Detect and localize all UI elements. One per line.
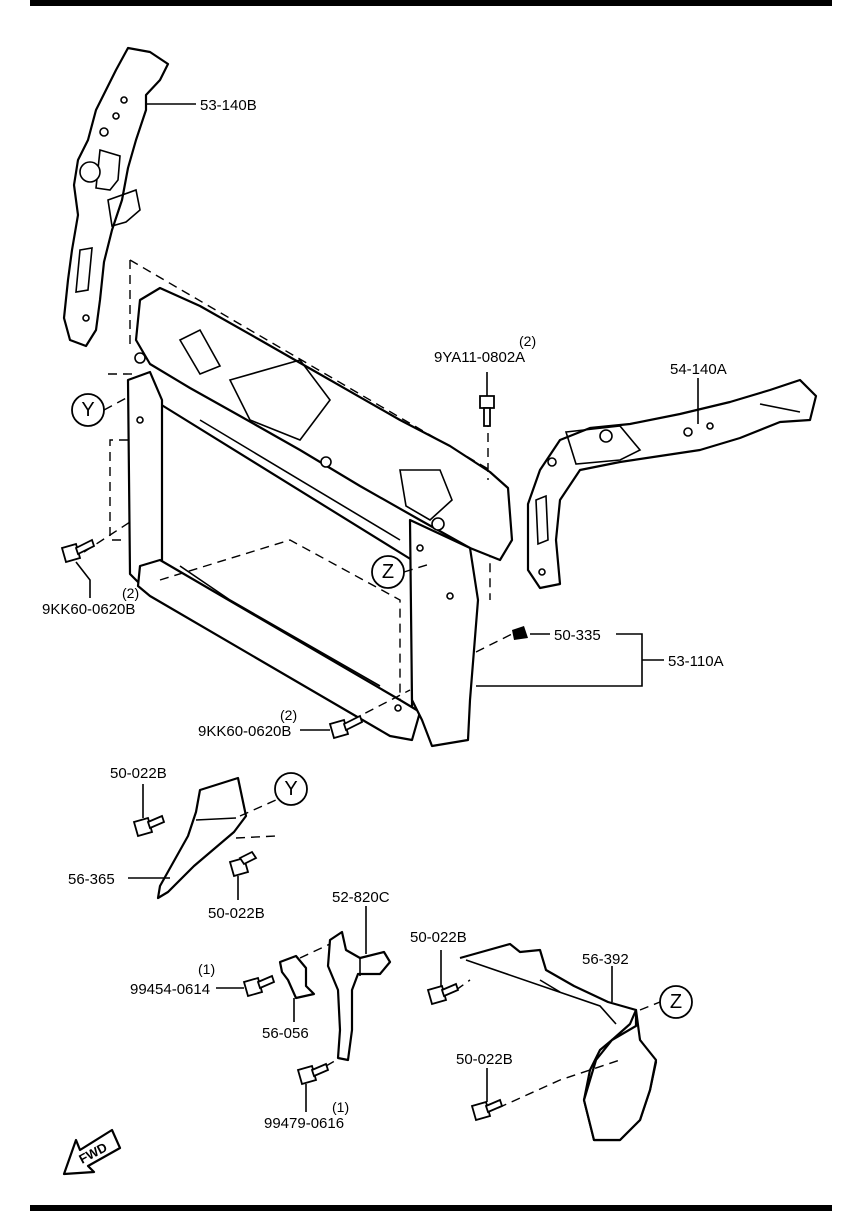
svg-text:Y: Y [284,778,297,800]
dash-56-056 [299,943,331,959]
part-56-392-guide[interactable] [459,942,658,1142]
bolt-9kk60-0620b-left[interactable] [60,538,96,564]
label-56-392: 56-392 [582,951,629,968]
label-52-820c: 52-820C [332,889,390,906]
bolt-9kk60-0620b-bottom[interactable] [328,714,364,740]
bolt-50-022b-b[interactable] [228,850,258,878]
part-56-056-bracket[interactable] [278,954,316,1000]
part-53-110a-radiator-support[interactable] [126,259,514,748]
qty-99479: (1) [332,1099,349,1115]
label-54-140a: 54-140A [670,361,727,378]
label-9kk60-bottom: 9KK60-0620B [198,723,291,740]
qty-99454: (1) [198,961,215,977]
callout-y-lower: Y [274,772,308,806]
dash-lower-frame [159,539,401,700]
bolt-50-022b-a[interactable] [132,814,166,838]
label-9ya11: 9YA11-0802A [434,349,525,366]
label-50-335: 50-335 [554,627,601,644]
dash-56-392-bolt [497,1059,621,1109]
label-56-365: 56-365 [68,871,115,888]
callout-z-upper: Z [371,555,405,589]
dash-99479 [325,1057,341,1067]
part-53-140b-bracket[interactable] [62,46,170,348]
part-54-140a-bracket[interactable] [526,378,818,590]
bottom-rule [30,1205,832,1211]
dash-bolt-bottom [351,689,411,721]
qty-9kk60-bottom: (2) [280,707,297,723]
top-rule [30,0,832,6]
dash-bolt-left [83,521,131,553]
part-52-820c-bracket[interactable] [326,930,392,1062]
bolt-50-022b-d[interactable] [470,1098,504,1122]
dash-y-to-frame [109,439,128,541]
label-50-022b-a: 50-022B [110,765,167,782]
dash-56-365-bolt [235,835,277,839]
svg-text:Z: Z [670,991,682,1013]
bolt-99479-0616[interactable] [296,1062,330,1086]
callout-z-lower: Z [659,985,693,1019]
part-56-365-guide[interactable] [156,776,248,900]
label-53-140b: 53-140B [200,97,257,114]
dash-z-frame [403,563,431,573]
label-56-056: 56-056 [262,1025,309,1042]
leader-9kk60-left [75,561,91,598]
label-99454: 99454-0614 [130,981,210,998]
label-50-022b-d: 50-022B [456,1051,513,1068]
clip-50-335[interactable] [512,626,528,640]
dash-56-392-z [639,1001,661,1011]
callout-y-upper: Y [71,393,105,427]
svg-text:Y: Y [81,399,94,421]
dash-callout-y-upper [103,395,131,411]
bolt-99454-0614[interactable] [242,974,276,998]
dash-clip [475,633,513,653]
qty-9ya11: (2) [519,333,536,349]
label-50-022b-b: 50-022B [208,905,265,922]
label-53-110a: 53-110A [668,653,724,670]
svg-text:Z: Z [382,561,394,583]
label-50-022b-c: 50-022B [410,929,467,946]
label-99479: 99479-0616 [264,1115,344,1132]
fwd-arrow-icon: FWD [62,1128,122,1176]
qty-9kk60-left: (2) [122,585,139,601]
dash-56-365-y [239,799,277,817]
bolt-9ya11-0802a[interactable] [479,395,495,427]
bolt-50-022b-c[interactable] [426,982,460,1006]
label-9kk60-left: 9KK60-0620B [42,601,135,618]
